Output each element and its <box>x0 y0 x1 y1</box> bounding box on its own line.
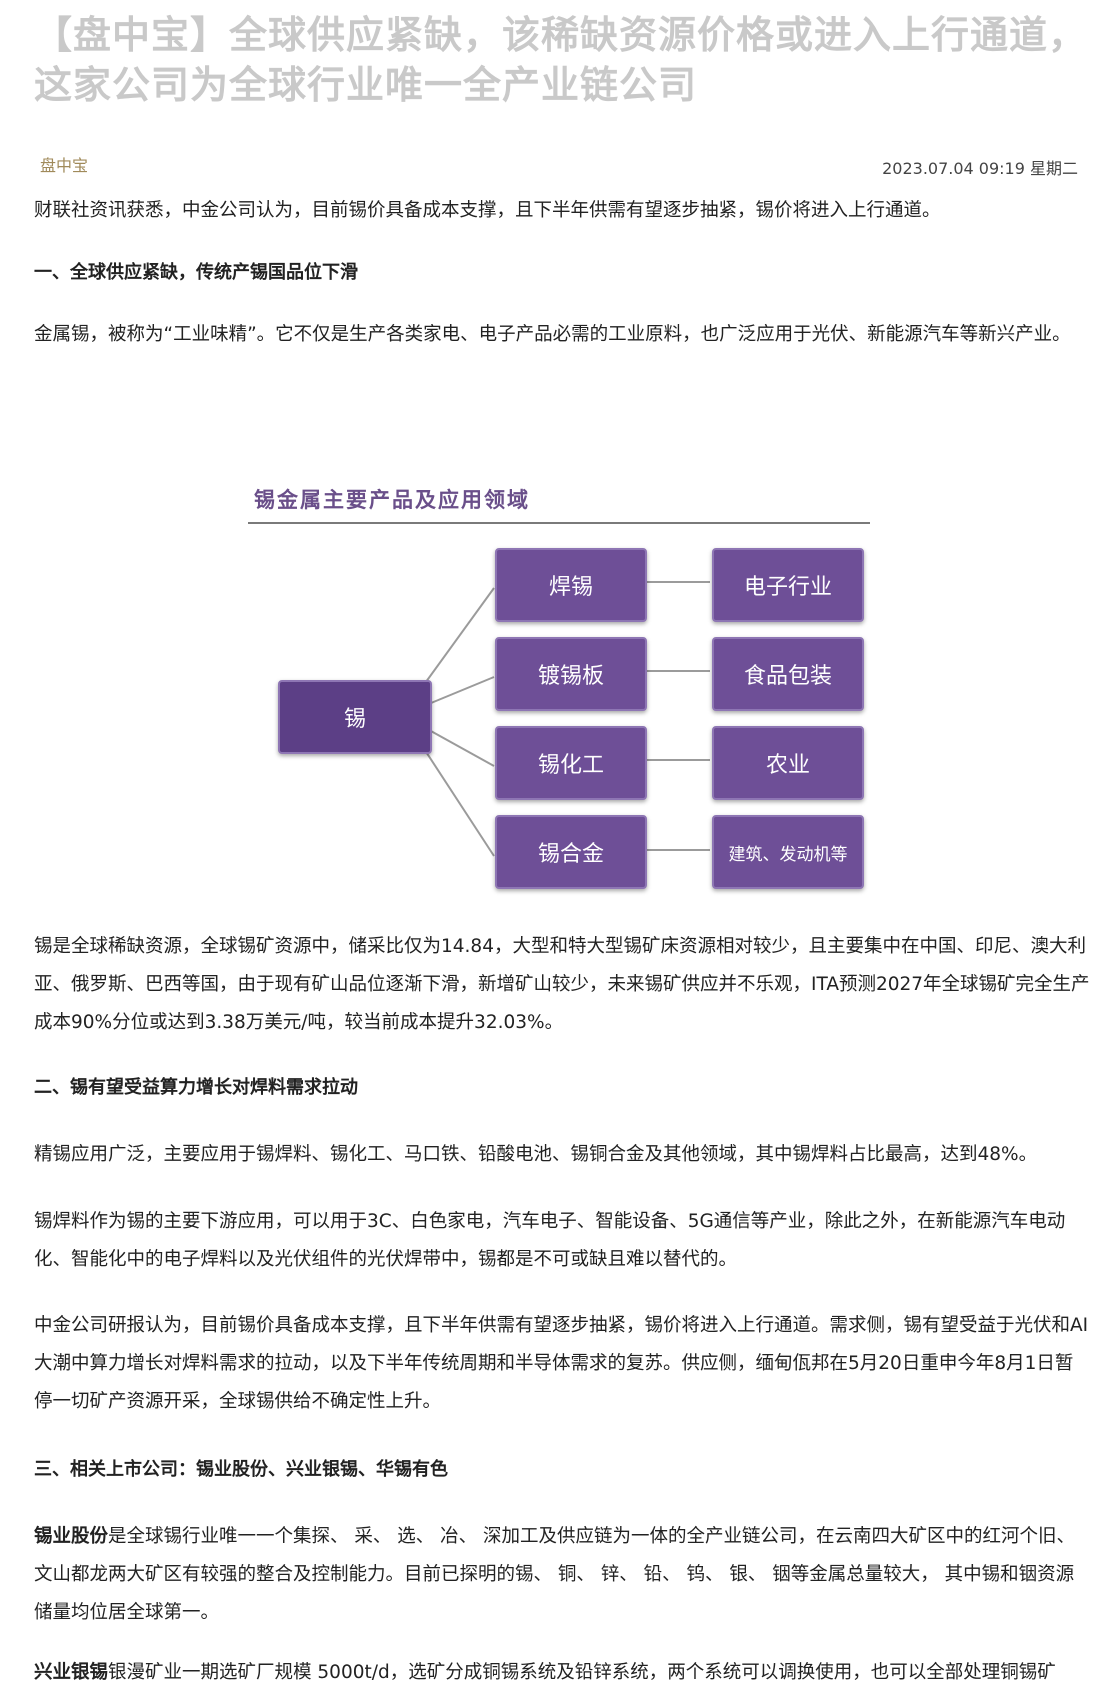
paragraph-2: 锡是全球稀缺资源，全球锡矿资源中，储采比仅为14.84，大型和特大型锡矿床资源相… <box>34 936 1090 1033</box>
diagram-application-3: 农业 <box>712 726 864 800</box>
paragraph-3: 精锡应用广泛，主要应用于锡焊料、锡化工、马口铁、铅酸电池、锡铜合金及其他领域，其… <box>34 1144 1038 1165</box>
paragraph-1: 金属锡，被称为“工业味精”。它不仅是生产各类家电、电子产品必需的工业原料，也广泛… <box>34 324 1071 345</box>
diagram-title-rule <box>248 522 870 524</box>
section-heading-2: 二、锡有望受益算力增长对焊料需求拉动 <box>34 1077 358 1098</box>
article-source[interactable]: 盘中宝 <box>40 156 89 175</box>
paragraph-5: 中金公司研报认为，目前锡价具备成本支撑，且下半年供需有望逐步抽紧，锡价将进入上行… <box>34 1315 1089 1412</box>
company-name-xingye: 兴业银锡 <box>34 1662 109 1683</box>
paragraph-7: 兴业银锡银漫矿业一期选矿厂规模 5000t/d，选矿分成铜锡系统及铅锌系统，两个… <box>34 1654 1090 1692</box>
diagram-product-1: 焊锡 <box>495 548 647 622</box>
diagram-application-2: 食品包装 <box>712 637 864 711</box>
article-title: 【盘中宝】全球供应紧缺，该稀缺资源价格或进入上行通道，这家公司为全球行业唯一全产… <box>34 13 1088 107</box>
diagram-application-4: 建筑、发动机等 <box>712 815 864 889</box>
section-heading-1: 一、全球供应紧缺，传统产锡国品位下滑 <box>34 262 358 283</box>
paragraph-6-text: 是全球锡行业唯一一个集探、 采、 选、 冶、 深加工及供应链为一体的全产业链公司… <box>34 1526 1076 1623</box>
diagram-application-1: 电子行业 <box>712 548 864 622</box>
diagram-title: 锡金属主要产品及应用领域 <box>254 488 530 512</box>
paragraph-7-text: 银漫矿业一期选矿厂规模 5000t/d，选矿分成铜锡系统及铅锌系统，两个系统可以… <box>108 1662 1056 1683</box>
diagram-root-tin: 锡 <box>278 680 432 754</box>
diagram-product-3: 锡化工 <box>495 726 647 800</box>
company-name-yunnan-tin: 锡业股份 <box>34 1526 109 1547</box>
diagram-product-2: 镀锡板 <box>495 637 647 711</box>
article-datetime: 2023.07.04 09:19 星期二 <box>882 159 1078 178</box>
intro-paragraph: 财联社资讯获悉，中金公司认为，目前锡价具备成本支撑，且下半年供需有望逐步抽紧，锡… <box>34 200 941 221</box>
tin-applications-diagram: 锡金属主要产品及应用领域 锡 焊锡 镀锡板 锡化工 锡合金 电子行业 食品包装 … <box>230 470 870 900</box>
paragraph-4: 锡焊料作为锡的主要下游应用，可以用于3C、白色家电，汽车电子、智能设备、5G通信… <box>34 1211 1066 1270</box>
diagram-product-4: 锡合金 <box>495 815 647 889</box>
paragraph-6: 锡业股份是全球锡行业唯一一个集探、 采、 选、 冶、 深加工及供应链为一体的全产… <box>34 1518 1090 1632</box>
section-heading-3: 三、相关上市公司：锡业股份、兴业银锡、华锡有色 <box>34 1459 448 1480</box>
